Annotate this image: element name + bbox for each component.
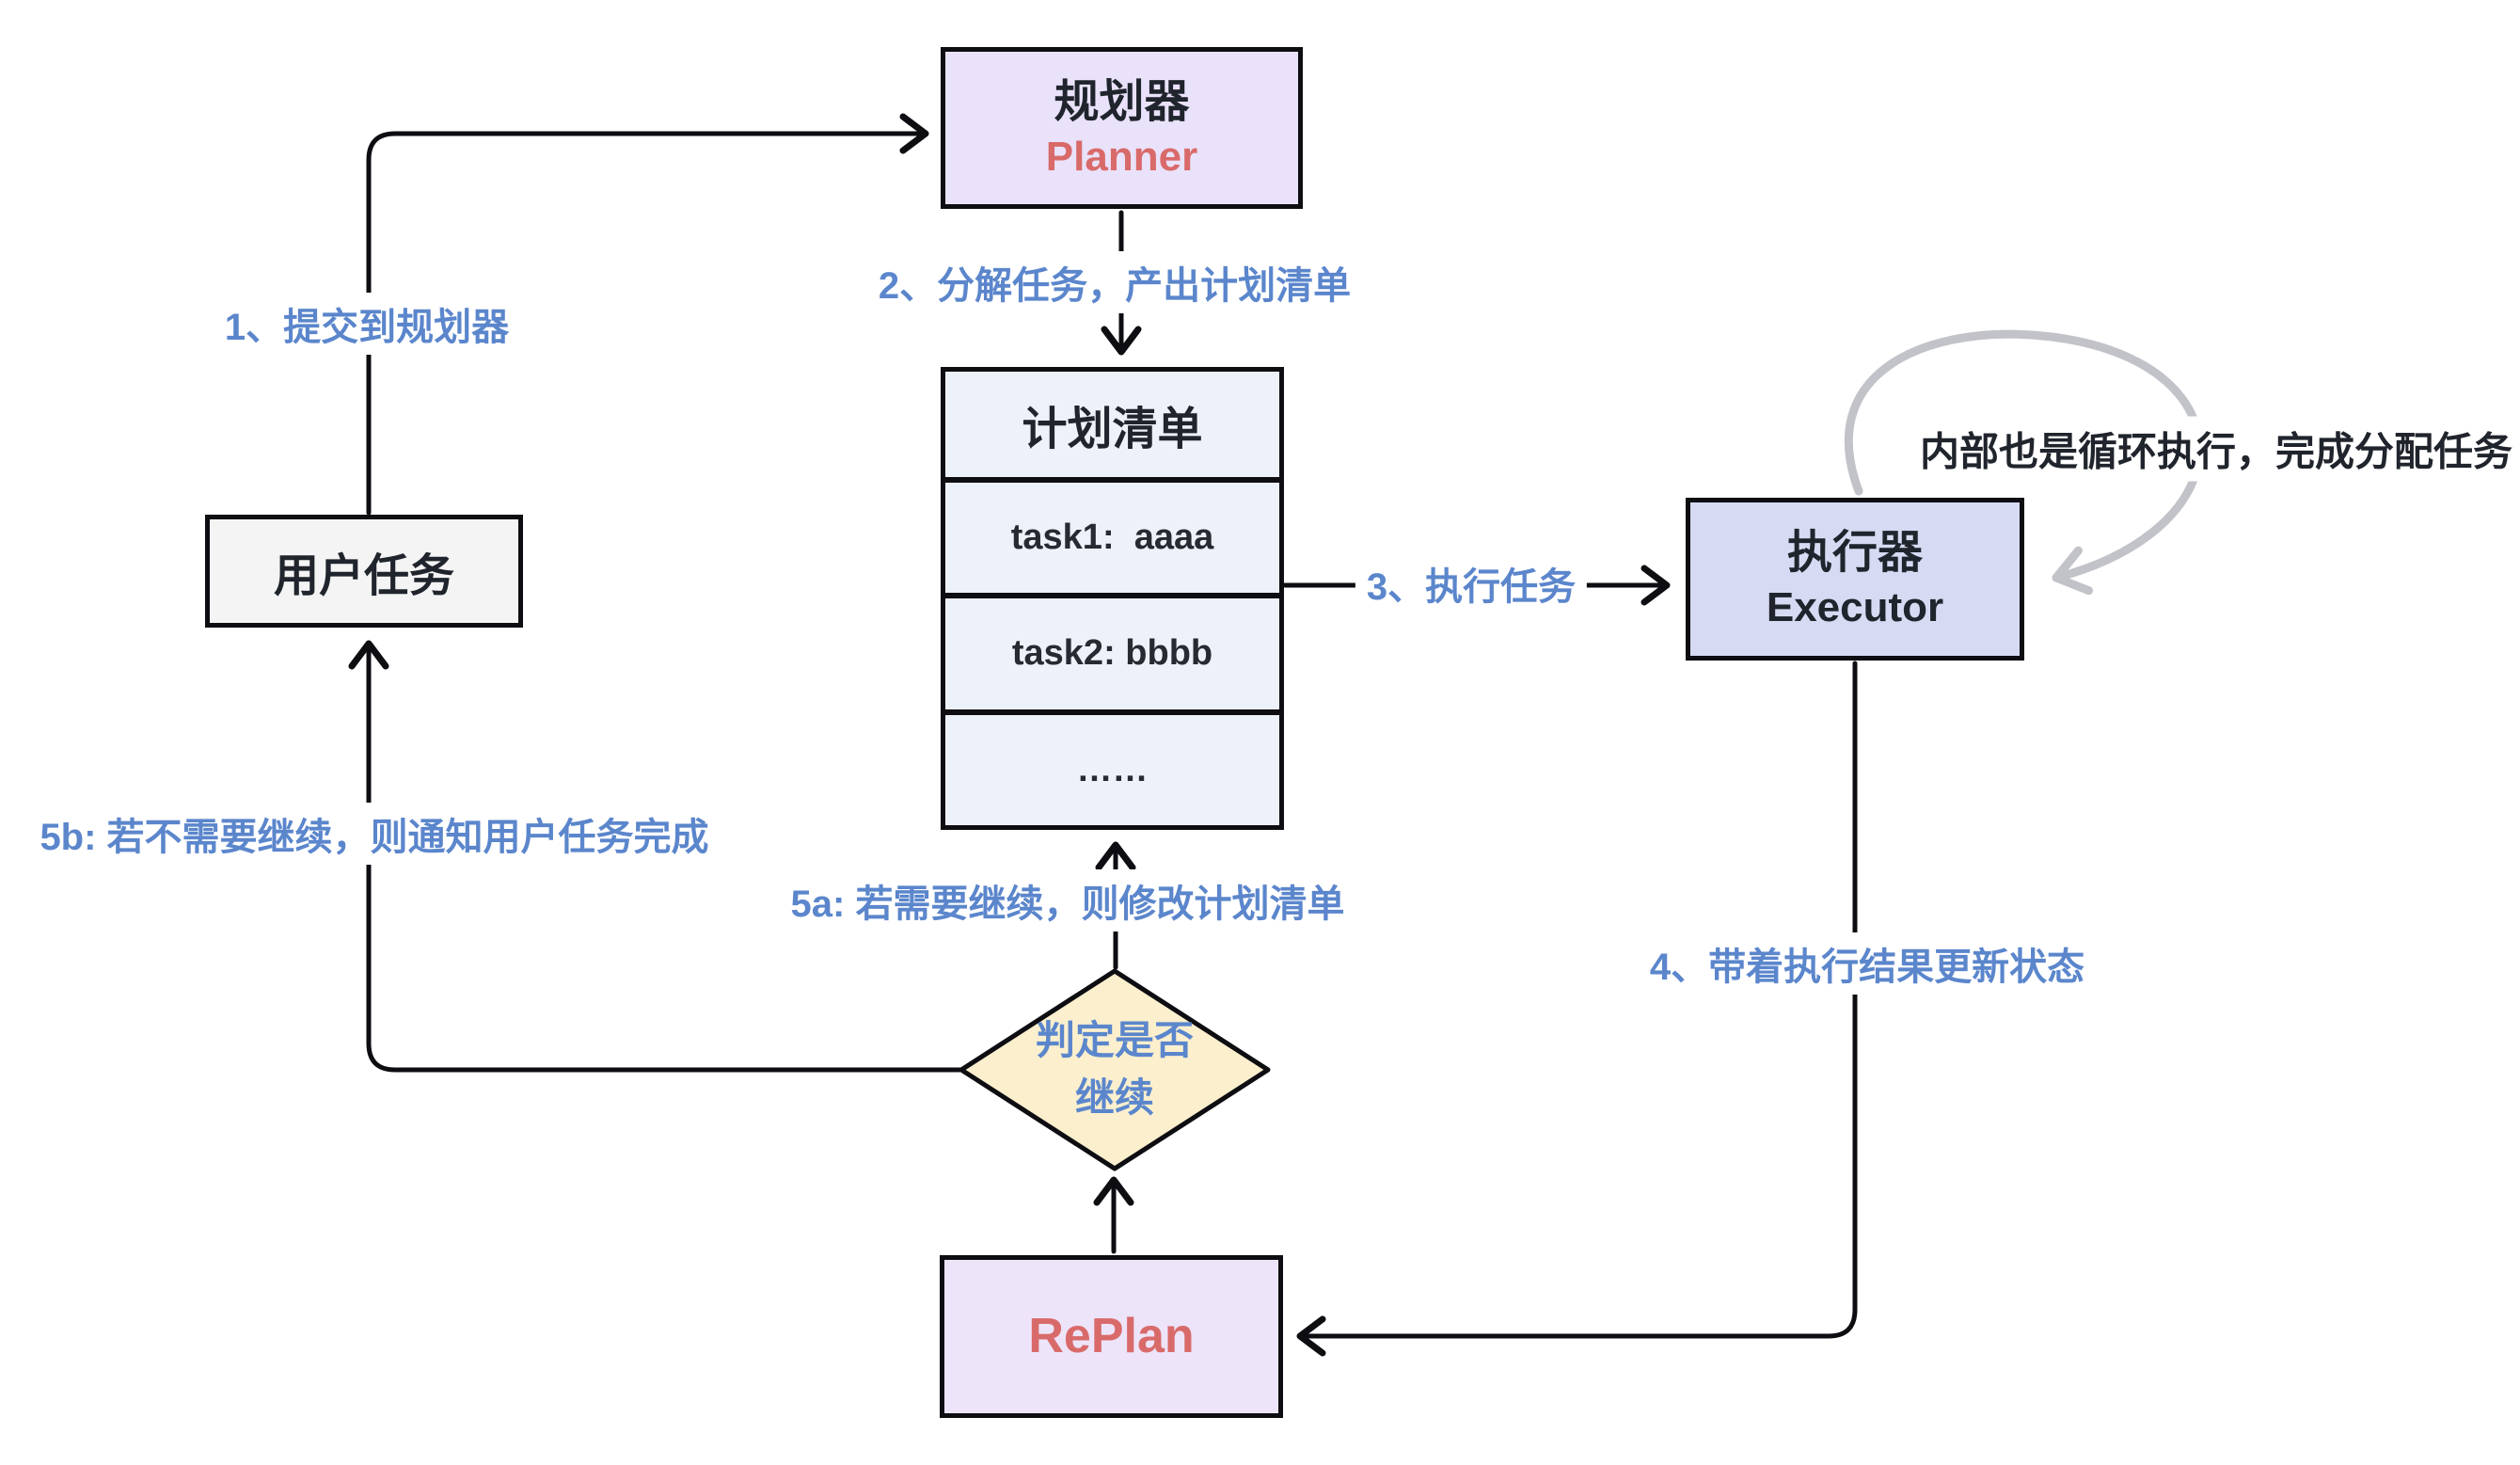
executor-title-zh: 执行器 xyxy=(1786,528,1923,579)
edge-label-step5a: 5a: 若需要继续，则修改计划清单 xyxy=(779,869,1356,932)
plan-list-row-ellipsis: …… xyxy=(945,709,1279,825)
node-executor: 执行器 Executor xyxy=(1686,498,2024,661)
planner-title-zh: 规划器 xyxy=(1054,76,1190,127)
arrow-step1 xyxy=(366,113,929,516)
plan-list-row-task1: task1: aaaa xyxy=(945,477,1279,593)
arrow-step5b xyxy=(348,640,964,1073)
arrow-step4 xyxy=(1296,661,1858,1357)
plan-list-header: 计划清单 xyxy=(1022,405,1203,454)
user-task-label: 用户任务 xyxy=(273,551,454,601)
node-replan: RePlan xyxy=(940,1255,1283,1418)
node-plan-list: 计划清单 task1: aaaa task2: bbbb …… xyxy=(941,367,1284,830)
edge-label-step4: 4、带着执行结果更新状态 xyxy=(1638,932,2097,995)
executor-loop-label: 内部也是循环执行，完成分配任务 xyxy=(1911,416,2520,482)
edge-label-step1: 1、提交到规划器 xyxy=(213,293,521,355)
node-planner: 规划器 Planner xyxy=(941,47,1303,209)
decision-diamond-shape xyxy=(959,968,1271,1171)
plan-list-row-task2: task2: bbbb xyxy=(945,593,1279,709)
edge-label-step3: 3、执行任务 xyxy=(1355,552,1588,614)
node-user-task: 用户任务 xyxy=(205,515,523,628)
replan-label: RePlan xyxy=(1028,1309,1195,1364)
edge-label-step5b: 5b: 若不需要继续，则通知用户任务完成 xyxy=(28,803,721,865)
edge-label-step2: 2、分解任务，产出计划清单 xyxy=(866,251,1363,313)
decision-label: 判定是否继续 xyxy=(1035,1018,1195,1120)
executor-self-loop-arrow xyxy=(1844,329,2204,596)
executor-title-en: Executor xyxy=(1766,584,1944,631)
planner-title-en: Planner xyxy=(1045,133,1198,180)
